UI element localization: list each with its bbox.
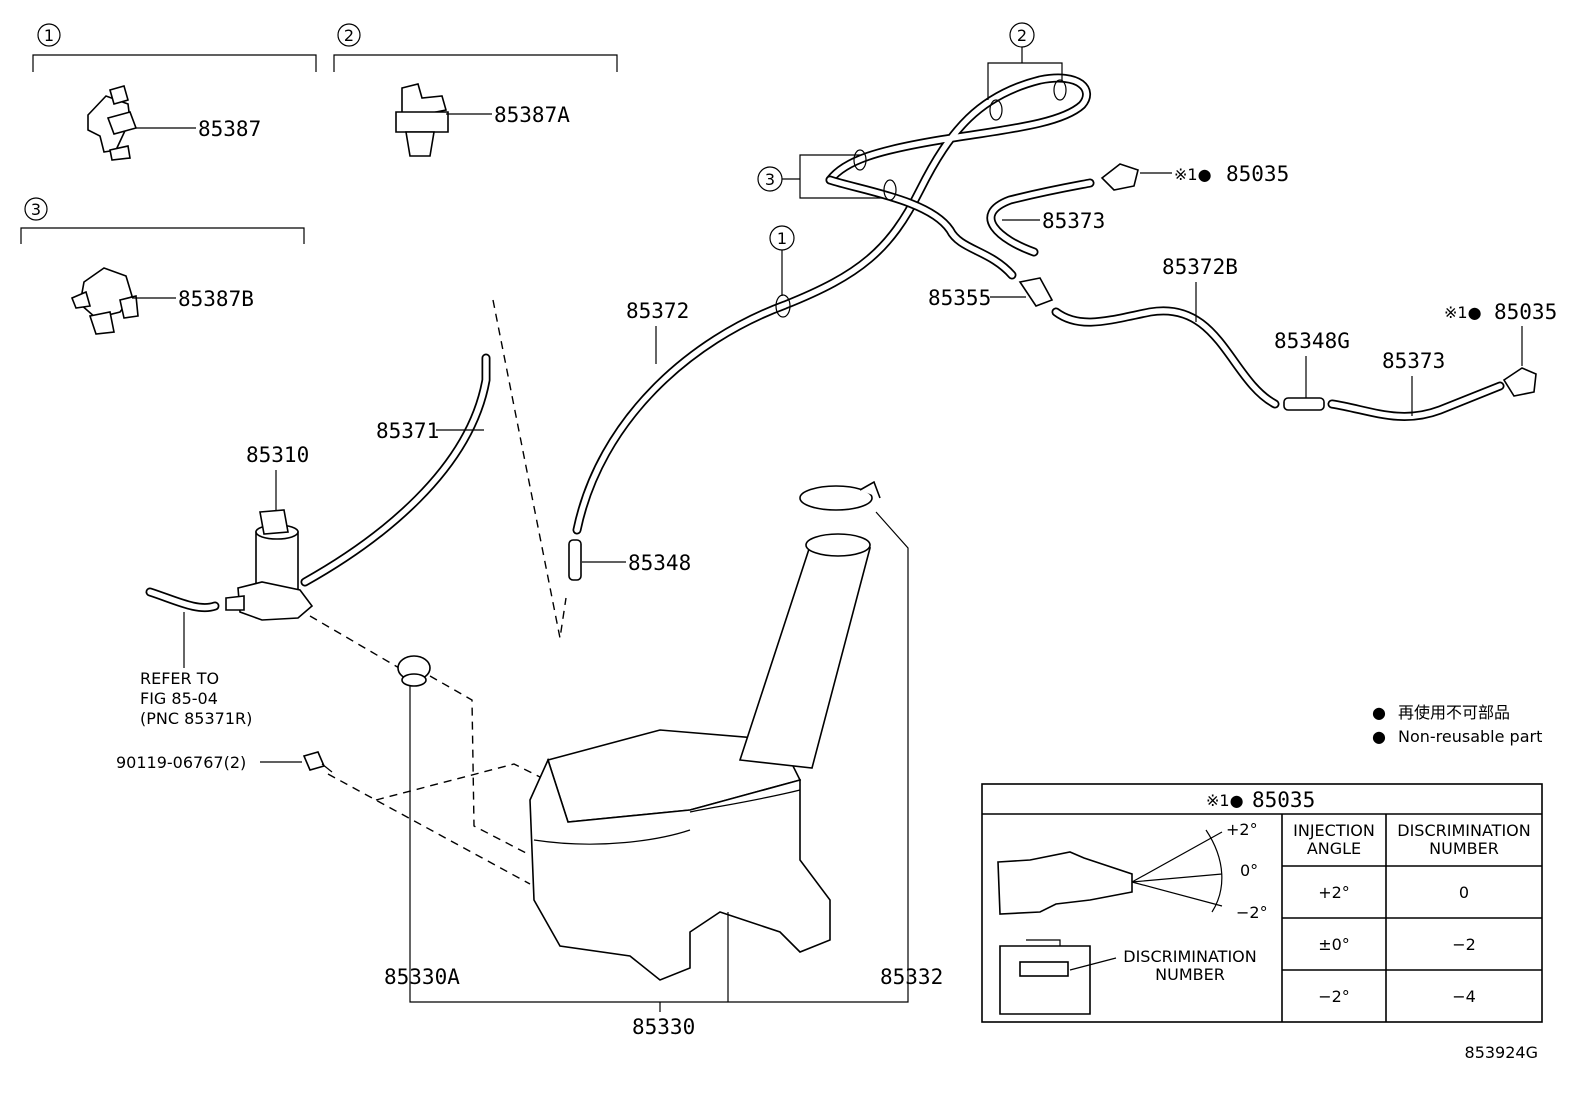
- clip-group-2: 2 85387A: [333, 23, 618, 157]
- clip-group-2-part: 85387A: [494, 103, 570, 127]
- clip-group-3-part: 85387B: [178, 287, 254, 311]
- nozzle-right-prefix: ※1●: [1444, 303, 1482, 322]
- legend-english: Non-reusable part: [1398, 727, 1542, 746]
- label-85373-right: 85373: [1382, 349, 1445, 373]
- row-3-angle: −2°: [1318, 987, 1350, 1006]
- label-85348: 85348: [628, 551, 691, 575]
- callout-2: 2: [1017, 26, 1027, 45]
- nozzle-angle-table: ※1● 85035 INJECTION ANGLE DISCRIMINATION…: [981, 783, 1543, 1023]
- clip-group-1-number: 1: [44, 26, 54, 45]
- label-85330A: 85330A: [384, 965, 460, 989]
- nozzle-right-icon: [1502, 367, 1537, 397]
- hose-assembly: [568, 73, 1537, 581]
- legend-japanese: 再使用不可部品: [1398, 703, 1510, 722]
- col-disc-1: DISCRIMINATION: [1397, 821, 1530, 840]
- row-2-angle: ±0°: [1318, 935, 1350, 954]
- label-85332: 85332: [880, 965, 943, 989]
- label-85371: 85371: [376, 419, 439, 443]
- legend: ● 再使用不可部品 ● Non-reusable part: [1372, 703, 1542, 746]
- joint-85348G-icon: [1283, 397, 1325, 411]
- clip-85387-icon: [87, 85, 138, 161]
- refer-note-line3: (PNC 85371R): [140, 709, 252, 728]
- label-85372B: 85372B: [1162, 255, 1238, 279]
- refer-note-line1: REFER TO: [140, 669, 219, 688]
- nozzle-top-prefix: ※1●: [1174, 165, 1212, 184]
- angle-zero: 0°: [1240, 861, 1258, 880]
- label-85372: 85372: [626, 299, 689, 323]
- label-85035-right: 85035: [1494, 300, 1557, 324]
- disc-label-1: DISCRIMINATION: [1123, 947, 1256, 966]
- label-85348G: 85348G: [1274, 329, 1350, 353]
- col-disc-2: NUMBER: [1429, 839, 1499, 858]
- tank-85330-icon: [529, 533, 872, 981]
- label-85310: 85310: [246, 443, 309, 467]
- callout-1: 1: [777, 229, 787, 248]
- angle-plus2: +2°: [1226, 820, 1258, 839]
- pump-85310-icon: [225, 509, 314, 621]
- col-injection-2: ANGLE: [1307, 839, 1361, 858]
- col-injection-1: INJECTION: [1293, 821, 1375, 840]
- row-2-number: −2: [1452, 935, 1476, 954]
- row-1-number: 0: [1459, 883, 1469, 902]
- nozzle-spray-illustration: [997, 829, 1223, 915]
- bolt-icon: [302, 751, 333, 773]
- clip-group-1-part: 85387: [198, 117, 261, 141]
- figure-id: 853924G: [1465, 1043, 1538, 1062]
- angle-minus2: −2°: [1236, 903, 1268, 922]
- clip-85387B-icon: [70, 267, 139, 335]
- nozzle-top-icon: [1100, 163, 1139, 191]
- label-bolt: 90119-06767(2): [116, 753, 246, 772]
- clip-group-3: 3 85387B: [20, 197, 305, 335]
- table-title-prefix: ※1●: [1206, 791, 1244, 810]
- label-85373-top: 85373: [1042, 209, 1105, 233]
- joint-85355-icon: [1018, 277, 1054, 307]
- label-85035-top: 85035: [1226, 162, 1289, 186]
- table-title-part: 85035: [1252, 788, 1315, 812]
- joint-85348-icon: [568, 539, 582, 581]
- label-85355: 85355: [928, 286, 991, 310]
- refer-note-line2: FIG 85-04: [140, 689, 218, 708]
- clip-group-2-number: 2: [344, 26, 354, 45]
- legend-symbol-1: ●: [1372, 703, 1386, 722]
- label-85330: 85330: [632, 1015, 695, 1039]
- legend-symbol-2: ●: [1372, 727, 1386, 746]
- disc-label-2: NUMBER: [1155, 965, 1225, 984]
- row-1-angle: +2°: [1318, 883, 1350, 902]
- nozzle-top-view-illustration: [999, 939, 1091, 1015]
- clip-85387A-icon: [395, 83, 449, 157]
- callout-3: 3: [765, 170, 775, 189]
- clip-group-1: 1 85387: [32, 23, 317, 161]
- grommet-85330A-icon: [397, 655, 431, 687]
- clip-group-3-number: 3: [31, 200, 41, 219]
- row-3-number: −4: [1452, 987, 1476, 1006]
- cap-85332-icon: [799, 480, 881, 511]
